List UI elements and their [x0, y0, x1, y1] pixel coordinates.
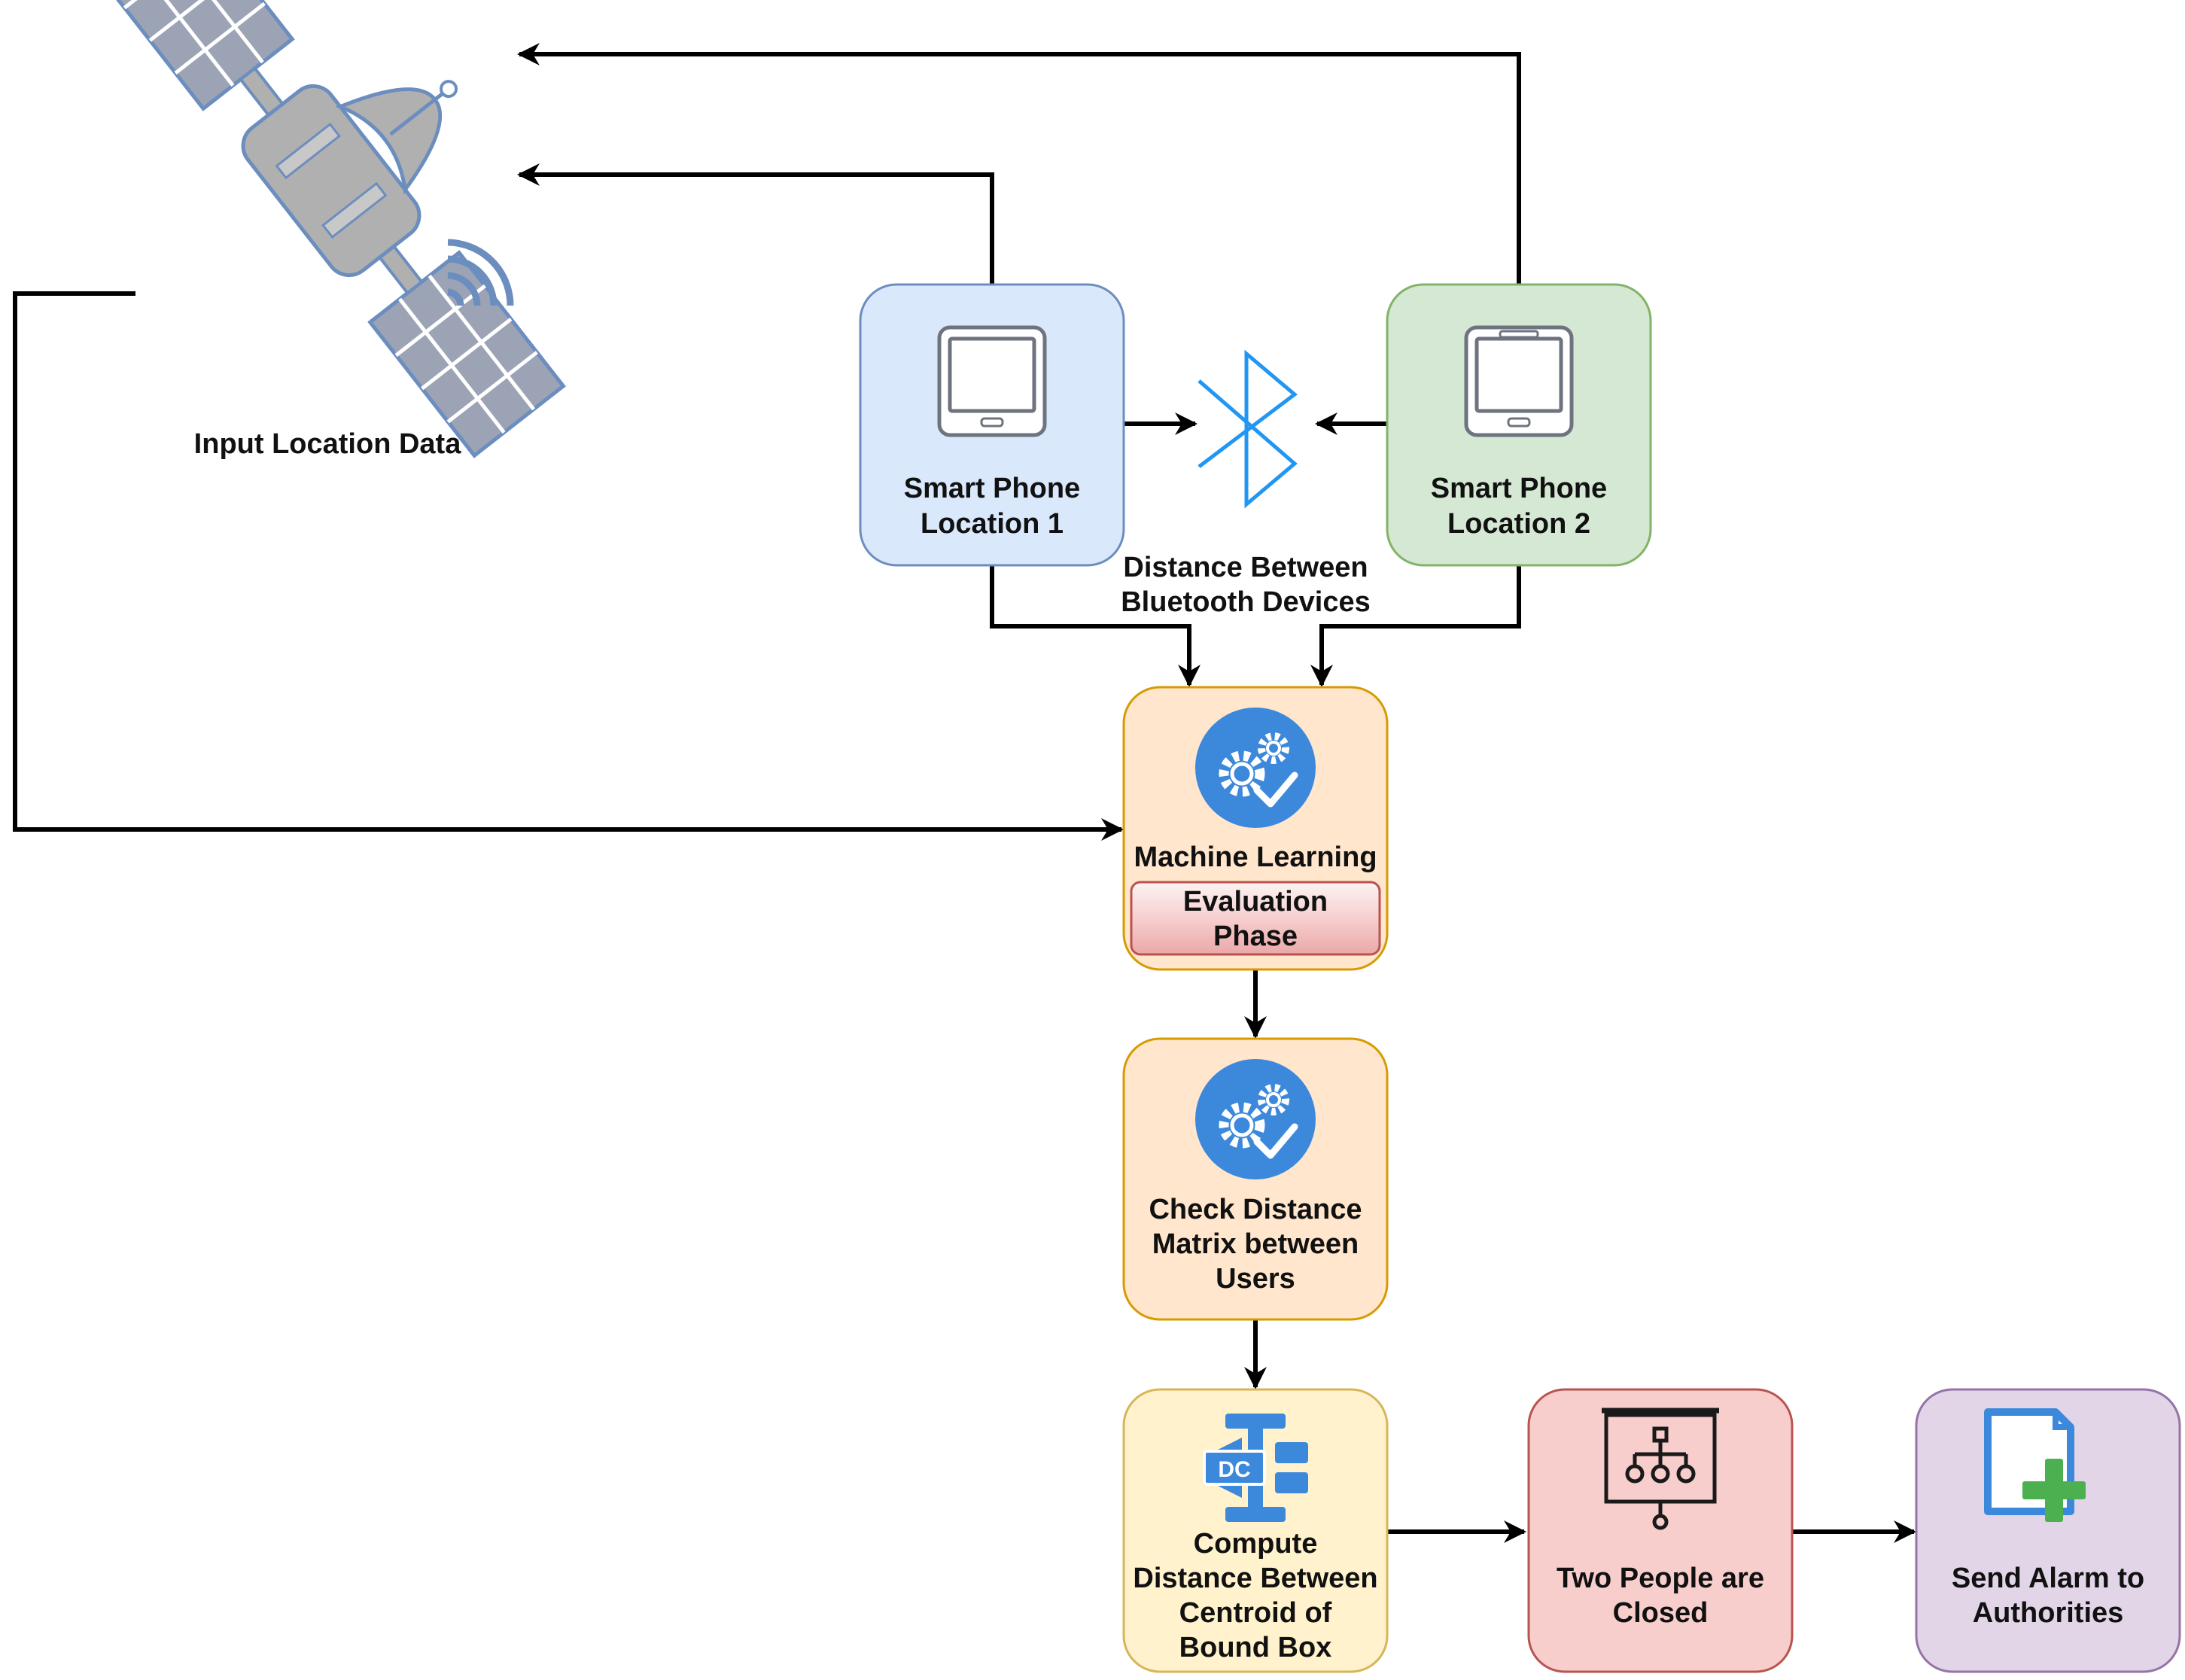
compute-label-line3: Centroid of — [1179, 1597, 1332, 1629]
connector-satellite-to-ml — [13, 291, 1124, 841]
connectors — [13, 43, 1916, 1543]
alarm-box — [1915, 1388, 2181, 1673]
signal-waves-icon — [447, 239, 514, 306]
check-label-line2: Matrix between — [1152, 1228, 1359, 1260]
alarm-node: Send Alarm to Authorities — [1915, 1388, 2181, 1673]
evaluation-label-line1: Evaluation — [1183, 886, 1328, 918]
presentation-icon — [1602, 1408, 1719, 1530]
phone1-node: Smart Phone Location 1 — [859, 283, 1125, 567]
bluetooth-label-line1: Distance Between — [1123, 552, 1368, 583]
phone2-label-line2: Location 2 — [1447, 508, 1590, 540]
ml-label: Machine Learning — [1134, 842, 1377, 873]
check-label-line3: Users — [1216, 1263, 1295, 1295]
ml-node: Machine Learning Evaluation Phase — [1122, 686, 1389, 971]
compute-node: DC Compute Distance Between Centroid of … — [1122, 1388, 1389, 1673]
evaluation-phase-box — [1130, 881, 1381, 956]
satellite-label: Input Location Data — [194, 428, 462, 460]
phone1-label-line2: Location 1 — [921, 508, 1064, 540]
gears-check-icon — [1195, 708, 1316, 828]
bluetooth-node: Distance Between Bluetooth Devices — [1121, 349, 1371, 618]
gears-check-icon — [1195, 1059, 1316, 1179]
connector-phone2-to-satellite — [517, 43, 1521, 285]
compute-box — [1122, 1388, 1389, 1673]
alarm-label-line2: Authorities — [1973, 1597, 2124, 1629]
bluetooth-icon — [1197, 349, 1298, 509]
phone2-node: Smart Phone Location 2 — [1386, 283, 1652, 567]
phone2-label-line1: Smart Phone — [1431, 473, 1607, 504]
tablet-icon — [1464, 325, 1574, 437]
people-label-line1: Two People are — [1557, 1563, 1764, 1594]
connector-phone2-to-ml — [1310, 565, 1521, 687]
compute-label-line2: Distance Between — [1133, 1563, 1377, 1594]
connector-phone1-to-ml — [990, 565, 1201, 687]
people-node: Two People are Closed — [1527, 1388, 1794, 1673]
evaluation-label-line2: Phase — [1213, 921, 1298, 952]
people-label-line2: Closed — [1613, 1597, 1709, 1629]
satellite-node: Input Location Data — [96, 0, 566, 460]
bluetooth-label-line2: Bluetooth Devices — [1121, 586, 1371, 618]
dc-network-icon: DC — [1203, 1414, 1308, 1522]
compute-label-line1: Compute — [1194, 1528, 1318, 1560]
tablet-icon — [937, 325, 1047, 437]
check-node: Check Distance Matrix between Users — [1122, 1037, 1389, 1321]
satellite-icon — [96, 0, 566, 458]
alarm-label-line1: Send Alarm to — [1952, 1563, 2144, 1594]
check-label-line1: Check Distance — [1149, 1194, 1362, 1225]
compute-label-line4: Bound Box — [1179, 1632, 1332, 1663]
dc-icon-text: DC — [1218, 1457, 1250, 1482]
document-add-icon — [1984, 1408, 2086, 1522]
people-box — [1527, 1388, 1794, 1673]
connector-phone1-to-satellite — [517, 163, 994, 285]
phone1-label-line1: Smart Phone — [904, 473, 1080, 504]
